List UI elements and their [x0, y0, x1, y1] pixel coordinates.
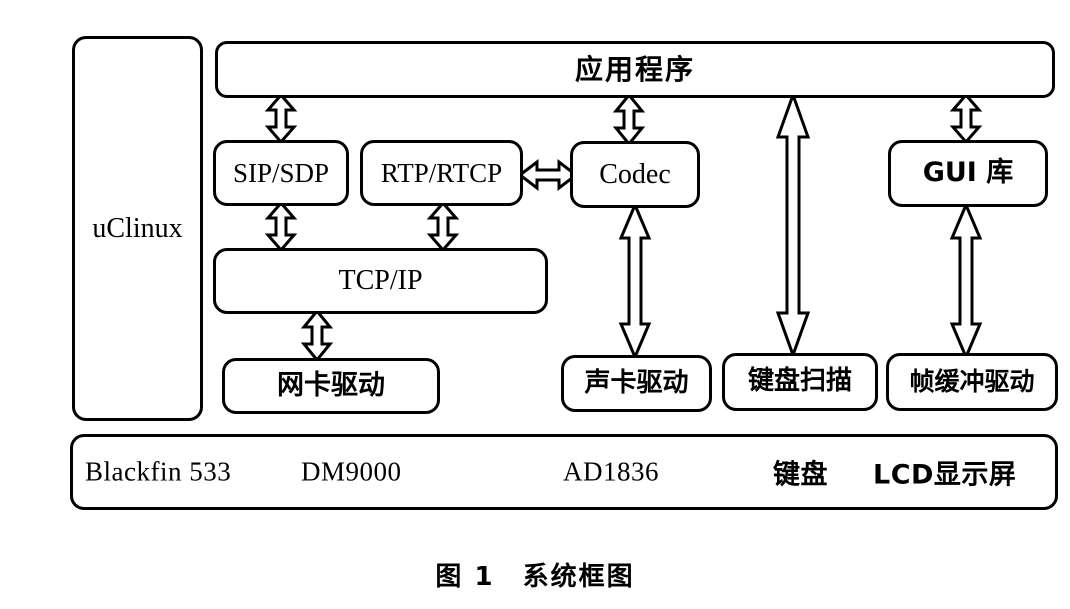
block-nic-driver[interactable]: 网卡驱动: [222, 358, 440, 414]
block-sound-driver[interactable]: 声卡驱动: [561, 355, 712, 412]
block-tcp-ip[interactable]: TCP/IP: [213, 248, 548, 314]
figure-caption: 图 1 系统框图: [435, 562, 635, 592]
block-rtp-rtcp-label: RTP/RTCP: [380, 157, 503, 188]
arrow-application-to-keyboard-scan: [772, 90, 814, 360]
block-gui-lib[interactable]: GUI 库: [888, 140, 1048, 207]
arrow-application-to-gui-lib: [948, 92, 984, 145]
block-uclinux-label: uClinux: [92, 212, 183, 244]
block-tcp-ip-label: TCP/IP: [338, 265, 423, 297]
arrow-application-to-codec: [611, 92, 647, 147]
hardware-item-ad1836: AD1836: [563, 456, 659, 487]
block-uclinux[interactable]: uClinux: [72, 36, 203, 421]
arrow-tcp-ip-to-nic-driver: [299, 308, 335, 363]
block-codec-label: Codec: [599, 158, 671, 190]
block-rtp-rtcp[interactable]: RTP/RTCP: [360, 140, 523, 206]
arrow-rtp-rtcp-to-codec: [517, 157, 579, 193]
hardware-item-keyboard: 键盘: [773, 459, 828, 491]
arrow-application-to-sip-sdp: [263, 92, 299, 145]
block-nic-driver-label: 网卡驱动: [277, 369, 385, 401]
block-application-label: 应用程序: [574, 52, 695, 86]
hardware-item-dm9000: DM9000: [301, 456, 402, 487]
hardware-layer-bar[interactable]: Blackfin 533 DM9000 AD1836 键盘 LCD显示屏: [70, 434, 1058, 510]
arrow-sip-sdp-to-tcp-ip: [263, 200, 299, 253]
block-keyboard-scan[interactable]: 键盘扫描: [722, 353, 878, 411]
block-keyboard-scan-label: 键盘扫描: [747, 366, 852, 397]
block-sip-sdp[interactable]: SIP/SDP: [213, 140, 349, 206]
block-framebuffer-driver-label: 帧缓冲驱动: [909, 366, 1035, 396]
block-application[interactable]: 应用程序: [215, 41, 1055, 98]
block-sip-sdp-label: SIP/SDP: [232, 157, 330, 188]
arrow-gui-lib-to-framebuffer-driver: [946, 201, 986, 361]
block-codec[interactable]: Codec: [570, 141, 700, 208]
block-sound-driver-label: 声卡驱动: [584, 367, 689, 398]
block-framebuffer-driver[interactable]: 帧缓冲驱动: [886, 353, 1058, 411]
hardware-item-lcd-display: LCD显示屏: [873, 459, 1017, 491]
arrow-rtp-rtcp-to-tcp-ip: [425, 200, 461, 253]
block-gui-lib-label: GUI 库: [922, 157, 1014, 189]
arrow-codec-to-sound-driver: [615, 201, 655, 361]
hardware-item-blackfin-533: Blackfin 533: [85, 456, 232, 487]
